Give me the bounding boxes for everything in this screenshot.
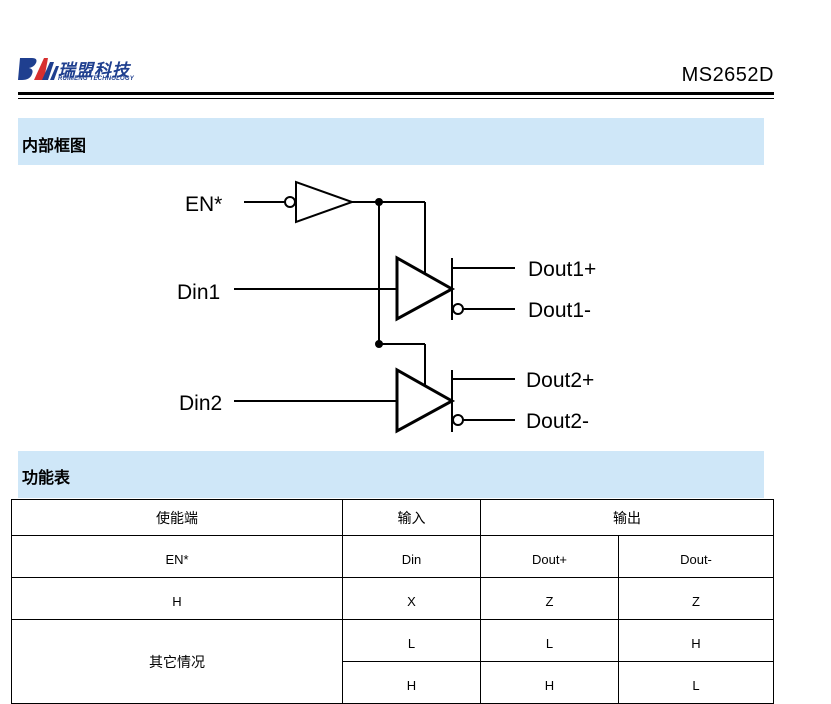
cell-din: H [342,661,481,704]
junction-dot-bottom [375,340,383,348]
cell-dout-neg: L [618,661,774,704]
part-number: MS2652D [681,64,774,86]
ruimeng-logo-icon [18,58,59,80]
enable-inversion-bubble [284,196,296,208]
din1-label: Din1 [177,281,220,304]
table-row: H X Z Z [11,577,774,620]
header-rule [18,92,774,95]
cell-dout-pos: L [480,619,619,662]
dout2-neg-label: Dout2- [526,410,589,433]
din2-label: Din2 [179,392,222,415]
dout2-pos-label: Dout2+ [526,369,594,392]
dout1-neg-label: Dout1- [528,299,591,322]
brand-name-en: RUIMENG TECHNOLOGY [58,76,134,82]
column-header-dout-pos: Dout+ [480,535,619,578]
driver1-triangle [395,255,456,322]
group-header-input: 输入 [342,499,481,536]
column-header-dout-neg: Dout- [618,535,774,578]
table-group-header-row: 使能端 输入 输出 [11,499,774,536]
group-header-enable: 使能端 [11,499,343,536]
block-diagram-section-bar: 内部框图 [18,118,764,165]
cell-dout-neg: H [618,619,774,662]
header-rule-thin [18,98,774,99]
function-table: 使能端 输入 输出 EN* Din Dout+ Dout- H X Z Z 其它… [11,499,774,704]
block-diagram-title: 内部框图 [22,136,87,155]
brand-name-cn: 瑞盟科技 [58,61,130,81]
column-header-din: Din [342,535,481,578]
table-row: 其它情况 L L H [11,619,774,704]
table-column-header-row: EN* Din Dout+ Dout- [11,535,774,578]
function-table-section-bar: 功能表 [18,451,764,498]
driver2-triangle [395,367,456,434]
dout2-neg-bubble [452,414,464,426]
dout1-pos-label: Dout1+ [528,258,596,281]
enable-label: EN* [185,193,222,216]
cell-enable-other: 其它情况 [11,619,343,704]
dout1-neg-bubble [452,303,464,315]
enable-buffer [295,180,355,224]
junction-dot-top [375,198,383,206]
cell-din: X [342,577,481,620]
block-diagram: EN* Din1 Din2 Dout1+ Dout1- Dout2+ Dout2… [177,180,596,434]
cell-din: L [342,619,481,662]
group-header-output: 输出 [480,499,774,536]
cell-dout-pos: Z [480,577,619,620]
company-logo: 瑞盟科技 RUIMENG TECHNOLOGY [18,54,158,88]
function-table-title: 功能表 [22,468,71,487]
column-header-en: EN* [11,535,343,578]
cell-enable: H [11,577,343,620]
cell-dout-pos: H [480,661,619,704]
cell-dout-neg: Z [618,577,774,620]
